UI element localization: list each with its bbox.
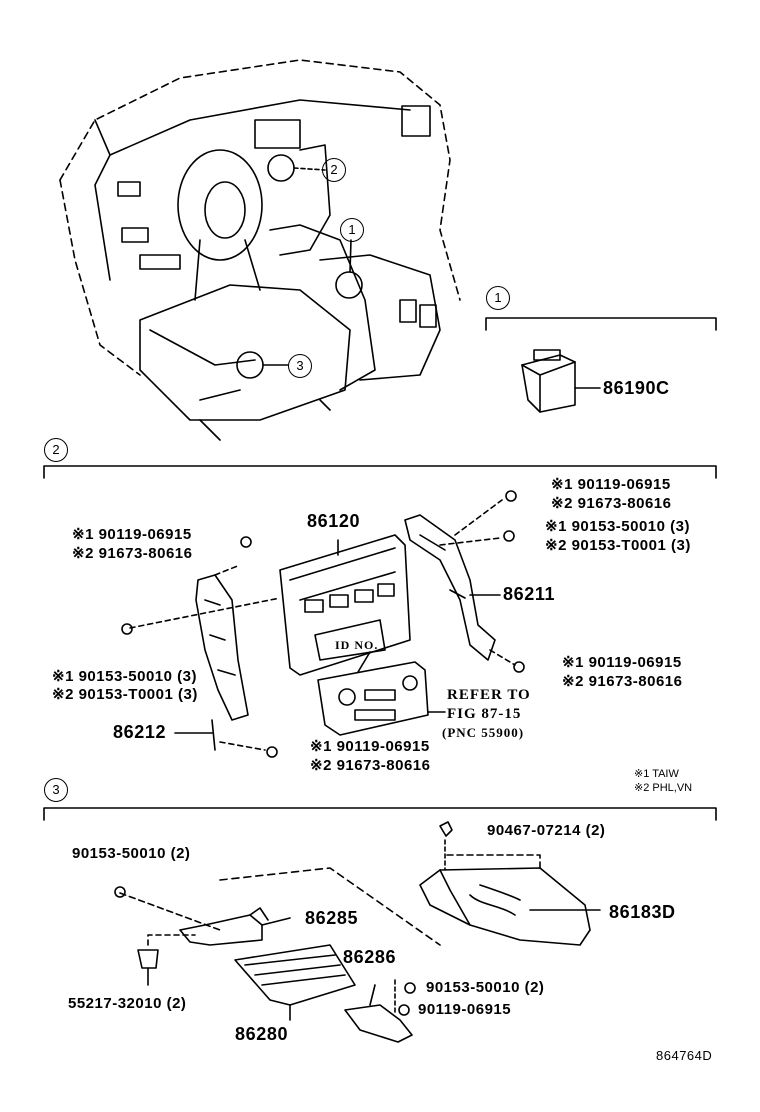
- dashboard-illustration: [59, 59, 461, 441]
- part-label-top-left-1[interactable]: ※1 90119-06915: [72, 526, 192, 543]
- section-marker-1: 1: [486, 286, 510, 310]
- part-86120-label[interactable]: 86120: [307, 511, 361, 531]
- part-label-bottom-2[interactable]: ※2 91673-80616: [310, 757, 431, 774]
- section3-drawing: [114, 821, 601, 1043]
- part-86211-drawing: [404, 490, 525, 673]
- part-label-mid-left-1[interactable]: ※1 90153-50010 (3): [52, 668, 197, 685]
- part-label-top-right-2[interactable]: ※2 91673-80616: [551, 495, 672, 512]
- part-86211-label[interactable]: 86211: [503, 584, 556, 604]
- part-label-bottom-1[interactable]: ※1 90119-06915: [310, 738, 430, 755]
- climate-control-unit-drawing: [317, 661, 446, 736]
- figure-id: 864764D: [656, 1048, 713, 1063]
- part-86120-drawing: [279, 534, 501, 676]
- part-86183D-label[interactable]: 86183D: [609, 902, 676, 922]
- section-marker-3: 3: [44, 778, 68, 802]
- callout-3[interactable]: 3: [288, 354, 312, 378]
- section-marker-2: 2: [44, 438, 68, 462]
- part-label-top-right-1[interactable]: ※1 90119-06915: [551, 476, 671, 493]
- part-label-mid-left-2[interactable]: ※2 90153-T0001 (3): [52, 686, 198, 703]
- refer-fig-link[interactable]: FIG 87-15: [447, 706, 522, 722]
- part-label-top-right-3[interactable]: ※1 90153-50010 (3): [545, 518, 690, 535]
- note-region-2: ※2 PHL,VN: [634, 782, 693, 794]
- part-90153-50010-label-right[interactable]: 90153-50010 (2): [426, 979, 545, 996]
- callout-1[interactable]: 1: [340, 218, 364, 242]
- part-90153-50010-label-left[interactable]: 90153-50010 (2): [72, 845, 191, 862]
- part-86285-label[interactable]: 86285: [305, 908, 359, 928]
- refer-pnc-text: (PNC 55900): [442, 725, 525, 740]
- part-55217-32010-label[interactable]: 55217-32010 (2): [68, 995, 187, 1012]
- part-label-mid-right-2[interactable]: ※2 91673-80616: [562, 673, 683, 690]
- note-region-1: ※1 TAIW: [634, 768, 679, 780]
- part-90119-06915-label[interactable]: 90119-06915: [418, 1001, 512, 1018]
- part-86280-label[interactable]: 86280: [235, 1024, 289, 1044]
- part-86212-label[interactable]: 86212: [113, 722, 167, 742]
- part-label-top-right-4[interactable]: ※2 90153-T0001 (3): [545, 537, 691, 554]
- part-86190C-label[interactable]: 86190C: [603, 378, 670, 398]
- part-label-top-left-2[interactable]: ※2 91673-80616: [72, 545, 193, 562]
- part-label-mid-right-1[interactable]: ※1 90119-06915: [562, 654, 682, 671]
- part-86286-label[interactable]: 86286: [343, 947, 397, 967]
- part-86190C-drawing: [521, 349, 601, 413]
- id-number-label: ID NO.: [335, 638, 379, 652]
- refer-to-text: REFER TO: [447, 687, 531, 703]
- part-90467-07214-label[interactable]: 90467-07214 (2): [487, 822, 606, 839]
- part-86212-drawing: [121, 536, 281, 758]
- callout-2[interactable]: 2: [322, 158, 346, 182]
